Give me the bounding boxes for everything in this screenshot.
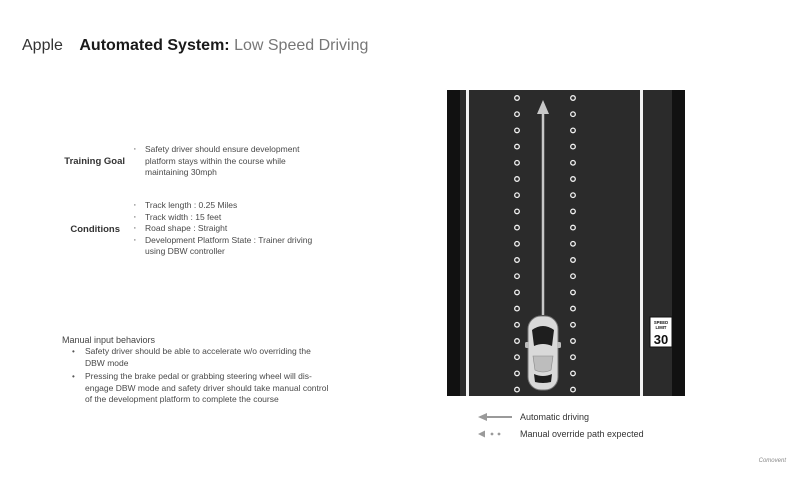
conditions-item: Track width : 15 feet xyxy=(133,212,333,224)
brand-name: Apple xyxy=(22,37,63,54)
road-edge-line-right xyxy=(640,90,643,396)
dotted-arrow-icon xyxy=(478,430,501,437)
lane-marker-dot xyxy=(570,224,576,231)
lane-marker-dot xyxy=(514,240,520,247)
conditions-label: Conditions xyxy=(70,224,120,235)
legend-item-automatic: Automatic driving xyxy=(478,408,644,425)
lane-marker-dot xyxy=(570,354,576,361)
lane-marker-dot xyxy=(570,370,576,377)
lane-marker-dot xyxy=(514,338,520,344)
lane-marker-dot xyxy=(514,192,520,199)
sign-line-2: LIMIT xyxy=(656,325,667,330)
lane-marker-dot xyxy=(570,176,576,182)
training-goal-item: Safety driver should ensure development … xyxy=(133,144,313,179)
lane-marker-dot xyxy=(514,321,520,328)
lane-marker-dot xyxy=(570,192,576,199)
lane-marker-dot xyxy=(570,127,576,134)
lane-marker-dot xyxy=(570,208,576,215)
conditions-item: Road shape : Straight xyxy=(133,223,333,235)
lane-marker-dot xyxy=(514,159,520,166)
lane-marker-dot xyxy=(570,273,576,280)
sign-value: 30 xyxy=(654,332,668,347)
lane-marker-dot xyxy=(570,338,576,344)
slide-title-light: Low Speed Driving xyxy=(234,37,369,54)
lane-marker-dot xyxy=(514,95,520,101)
footer-watermark: Comovent xyxy=(758,458,786,464)
conditions-item: Track length : 0.25 Miles xyxy=(133,200,333,212)
lane-marker-dot xyxy=(514,273,520,280)
lane-marker-dot xyxy=(570,257,576,263)
lane-marker-dot xyxy=(514,289,520,296)
lane-markers-right xyxy=(570,95,576,393)
speed-limit-sign: SPEED LIMIT 30 xyxy=(649,316,673,348)
lane-marker-dot xyxy=(570,111,576,118)
automatic-path-arrowhead xyxy=(537,100,549,114)
lane-marker-dot xyxy=(570,240,576,247)
road-surface xyxy=(447,90,685,396)
lane-marker-dot xyxy=(514,257,520,263)
road-shoulder-right xyxy=(672,90,685,396)
manual-input-item: Pressing the brake pedal or grabbing ste… xyxy=(72,371,332,406)
sign-line-1: SPEED xyxy=(654,320,668,325)
lane-marker-dot xyxy=(570,289,576,296)
figure-legend: Automatic driving Manual override path e… xyxy=(478,408,644,442)
slide-header: Apple Automated System: Low Speed Drivin… xyxy=(22,37,368,55)
lane-marker-dot xyxy=(570,159,576,166)
lane-marker-dot xyxy=(514,208,520,215)
lane-marker-dot xyxy=(570,143,576,150)
track-figure: SPEED LIMIT 30 xyxy=(447,90,685,396)
lane-marker-dot xyxy=(514,127,520,134)
legend-item-manual: Manual override path expected xyxy=(478,425,644,442)
conditions-item: Development Platform State : Trainer dri… xyxy=(133,235,333,258)
lane-marker-dot xyxy=(514,111,520,118)
lane-marker-dot xyxy=(570,321,576,328)
car-icon xyxy=(525,315,561,391)
solid-arrow-icon xyxy=(478,412,512,421)
road-edge-line-left xyxy=(466,90,469,396)
lane-markers-left xyxy=(514,95,520,393)
road-shoulder-left xyxy=(447,90,460,396)
training-goal-label: Training Goal xyxy=(64,156,125,167)
training-goal-list: Safety driver should ensure development … xyxy=(133,144,313,179)
legend-manual-label: Manual override path expected xyxy=(520,428,644,439)
track-diagram: SPEED LIMIT 30 xyxy=(447,90,685,396)
conditions-list: Track length : 0.25 Miles Track width : … xyxy=(133,200,333,258)
lane-marker-dot xyxy=(514,224,520,231)
lane-marker-dot xyxy=(514,370,520,377)
lane-marker-dot xyxy=(514,386,520,393)
manual-input-item: Safety driver should be able to accelera… xyxy=(72,346,332,369)
lane-marker-dot xyxy=(514,354,520,361)
slide-title-bold: Automated System: xyxy=(79,37,230,54)
legend-automatic-label: Automatic driving xyxy=(520,411,590,422)
lane-marker-dot xyxy=(514,176,520,182)
manual-input-title: Manual input behaviors xyxy=(62,335,156,345)
lane-marker-dot xyxy=(514,143,520,150)
lane-marker-dot xyxy=(570,305,576,312)
lane-marker-dot xyxy=(570,386,576,393)
manual-input-list: Safety driver should be able to accelera… xyxy=(72,346,332,408)
lane-marker-dot xyxy=(514,305,520,312)
lane-marker-dot xyxy=(570,95,576,101)
